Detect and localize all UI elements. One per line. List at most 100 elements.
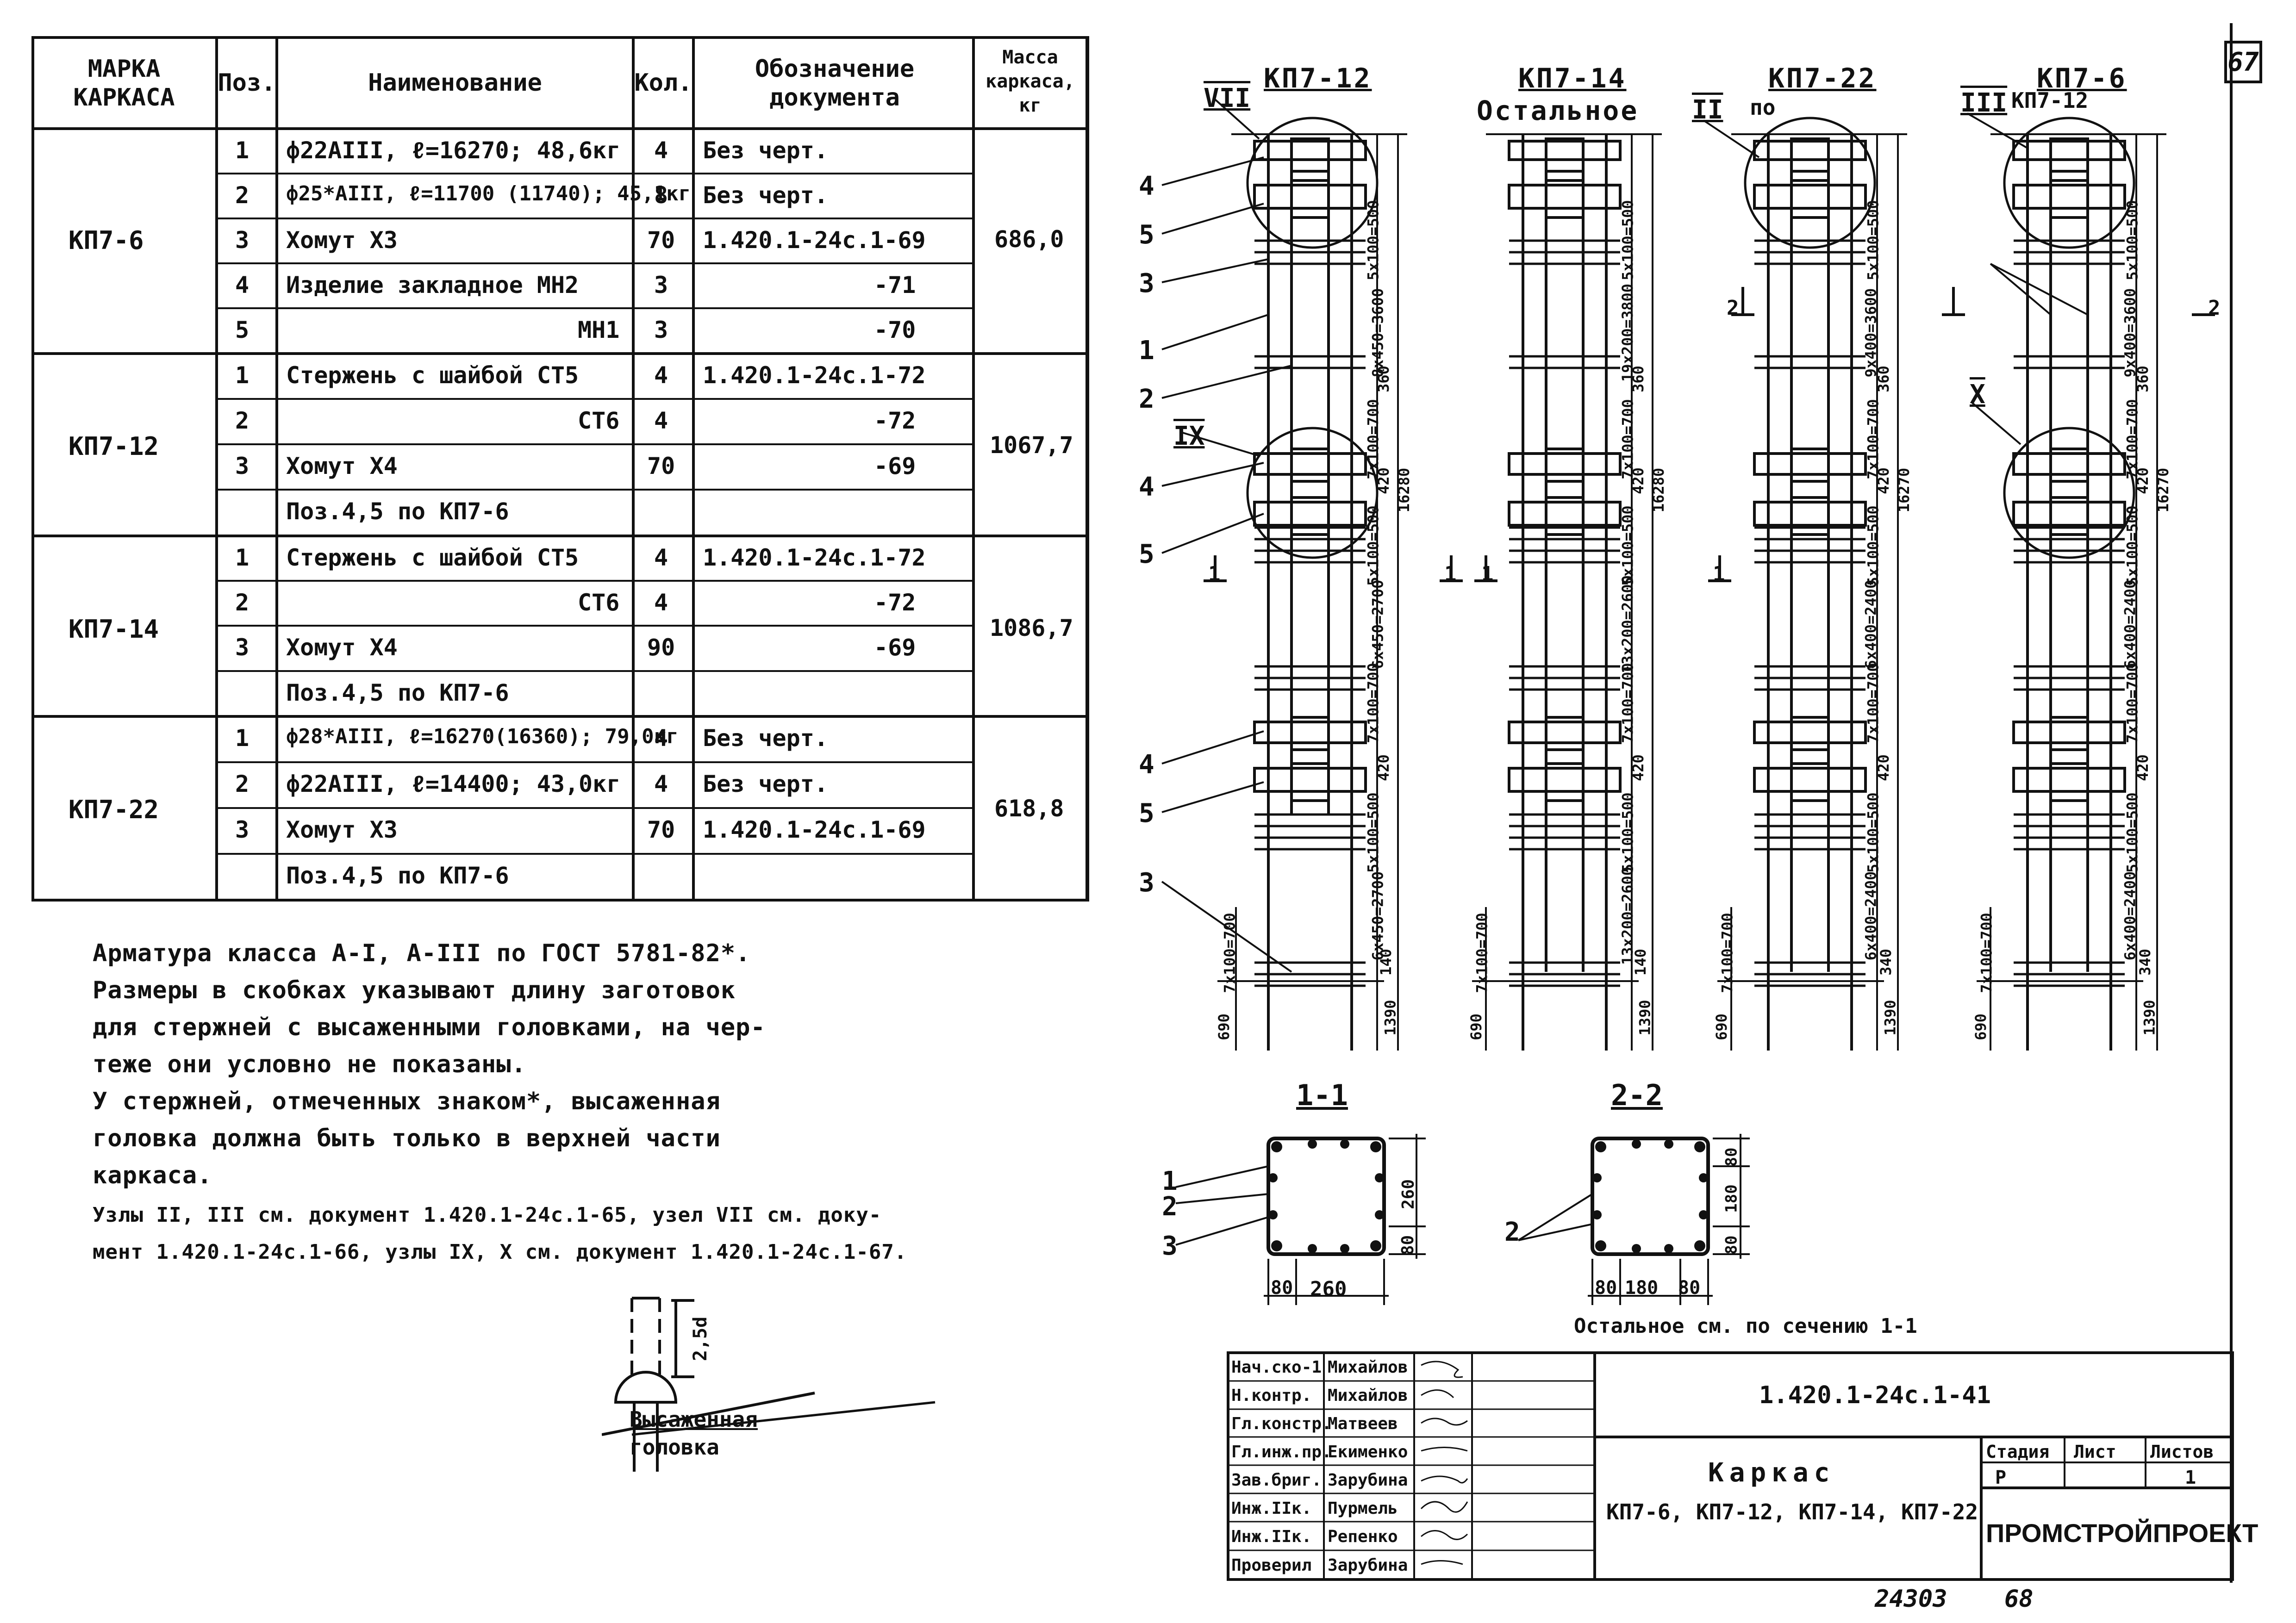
header-pos: Поз. bbox=[218, 69, 276, 97]
dim-text: 6x400=2400 bbox=[2121, 579, 2139, 669]
row-pos: 2 bbox=[235, 771, 250, 797]
sign-name: Зарубина bbox=[1328, 1471, 1408, 1490]
header-qty: Кол. bbox=[634, 69, 693, 97]
dim-text: 420 bbox=[2134, 467, 2152, 494]
dim-text: 6x450=2700 bbox=[1369, 579, 1387, 669]
row-pos: 4 bbox=[235, 272, 250, 298]
row-doc: -70 bbox=[874, 317, 916, 343]
row-name: Хомут Х4 bbox=[286, 634, 398, 661]
sign-name: Матвеев bbox=[1328, 1414, 1398, 1433]
dim-text: 420 bbox=[1629, 754, 1647, 781]
group-mark: КП7-6 bbox=[69, 226, 144, 255]
header-mass: Масса каркаса, кг bbox=[986, 47, 1075, 116]
section-dim: 80 bbox=[1271, 1277, 1293, 1299]
drawing-name: КП7-6, КП7-12, КП7-14, КП7-22 bbox=[1606, 1499, 1978, 1524]
dim-text: 5x100=500 bbox=[1864, 200, 1882, 280]
row-qty: 4 bbox=[654, 362, 668, 389]
head-label: Высаженная bbox=[630, 1407, 758, 1432]
callout-4: 4 bbox=[1139, 171, 1154, 201]
sheet-number: 67 bbox=[2224, 41, 2262, 83]
row-doc: -71 bbox=[874, 272, 916, 298]
dim-text: 360 bbox=[1874, 366, 1892, 392]
dim-text: 7x100=700 bbox=[1473, 913, 1491, 993]
row-pos: 2 bbox=[235, 182, 250, 209]
row-pos: 1 bbox=[235, 725, 250, 752]
node-label: X bbox=[1970, 379, 1985, 410]
dim-text: 16280 bbox=[1650, 467, 1668, 513]
callout-5: 5 bbox=[1139, 220, 1154, 250]
section-callout: 2 bbox=[1504, 1217, 1520, 1247]
row-name: Хомут Х3 bbox=[286, 816, 398, 843]
dim-text: 690 bbox=[1972, 1014, 1990, 1040]
row-doc: 1.420.1-24с.1-69 bbox=[703, 816, 926, 843]
dim-text: 5x100=500 bbox=[1364, 792, 1382, 873]
sign-name: Екименко bbox=[1328, 1443, 1408, 1461]
dim-text: 340 bbox=[1877, 949, 1895, 976]
dim-text: 340 bbox=[2136, 949, 2154, 976]
elevation-subtitle: Остальное bbox=[1477, 95, 1639, 126]
dim-text: 1390 bbox=[1636, 1000, 1654, 1036]
note-line: для стержней с высаженными головками, на… bbox=[93, 1014, 766, 1041]
row-qty: 3 bbox=[654, 317, 668, 343]
section-drawings bbox=[1175, 1134, 1750, 1305]
row-doc: -69 bbox=[874, 453, 916, 479]
section-dim: 80 bbox=[1722, 1235, 1741, 1255]
dim-text: 7x100=700 bbox=[1221, 913, 1239, 993]
sign-role: Гл.инж.пр. bbox=[1231, 1443, 1332, 1461]
row-qty: 4 bbox=[654, 589, 668, 616]
elevation-title: КП7-22 bbox=[1768, 62, 1877, 94]
row-name: Стержень с шайбой СТ5 bbox=[286, 362, 579, 389]
row-doc: Без черт. bbox=[703, 771, 828, 797]
dim-text: 13x200=2600 bbox=[1618, 575, 1636, 673]
row-name: МН1 bbox=[578, 317, 620, 343]
dim-text: 1390 bbox=[2140, 1000, 2159, 1036]
dim-text: 690 bbox=[1712, 1014, 1730, 1040]
row-pos: 2 bbox=[235, 589, 250, 616]
note-line: теже они условно не показаны. bbox=[93, 1051, 526, 1078]
row-pos: 3 bbox=[235, 453, 250, 479]
elevation-title: КП7-6 bbox=[2037, 62, 2127, 94]
callout-4: 4 bbox=[1139, 750, 1154, 780]
group-mass: 1067,7 bbox=[990, 432, 1073, 459]
row-qty: 70 bbox=[647, 227, 675, 254]
dim-text: 5x100=500 bbox=[1864, 792, 1882, 873]
dim-text: 5x100=500 bbox=[2123, 505, 2141, 586]
dim-text: 5x100=500 bbox=[1619, 792, 1637, 873]
section-dim: 260 bbox=[1310, 1277, 1347, 1301]
specification-table: МАРКА КАРКАСА Поз. Наименование Кол. Обо… bbox=[31, 36, 1088, 902]
dim-text: 690 bbox=[1467, 1014, 1485, 1040]
spec-grid bbox=[31, 36, 1088, 902]
sign-name: Репенко bbox=[1328, 1527, 1398, 1546]
row-pos: 2 bbox=[235, 407, 250, 434]
callout-4: 4 bbox=[1139, 472, 1154, 502]
row-name: СТ6 bbox=[578, 407, 620, 434]
sheet-label: Лист bbox=[2074, 1442, 2116, 1462]
page-number: 68 bbox=[2004, 1585, 2034, 1613]
group-mass: 1086,7 bbox=[990, 615, 1073, 641]
dim-text: 420 bbox=[1374, 467, 1392, 494]
dim-text: 5x100=500 bbox=[1364, 505, 1382, 586]
section-dim: 80 bbox=[1595, 1277, 1617, 1299]
dim-text: 7x100=700 bbox=[1978, 913, 1996, 993]
callout-5: 5 bbox=[1139, 539, 1154, 569]
sign-name: Зарубина bbox=[1328, 1556, 1408, 1575]
sign-role: Зав.бриг. bbox=[1231, 1471, 1322, 1490]
organization: ПРОМСТРОЙПРОЕКТ bbox=[1986, 1518, 2259, 1548]
row-name: Хомут Х3 bbox=[286, 227, 398, 254]
section-callout: 3 bbox=[1162, 1231, 1178, 1261]
row-qty: 4 bbox=[654, 407, 668, 434]
sign-role: Инж.IIк. bbox=[1231, 1499, 1312, 1518]
row-qty: 70 bbox=[647, 453, 675, 479]
dim-text: 16280 bbox=[1395, 467, 1413, 513]
callout-3: 3 bbox=[1139, 868, 1154, 898]
section-callout: 2 bbox=[1162, 1192, 1178, 1222]
group-mark: КП7-14 bbox=[69, 615, 159, 644]
row-qty: 4 bbox=[654, 544, 668, 571]
note-line: головка должна быть только в верхней час… bbox=[93, 1125, 721, 1152]
dim-text: 5x100=500 bbox=[1619, 505, 1637, 586]
section-dim: 80 bbox=[1678, 1277, 1701, 1299]
section-mark: 1 bbox=[1208, 562, 1221, 586]
elevation-subtitle: по bbox=[1750, 95, 1776, 120]
dim-text: 420 bbox=[2134, 754, 2152, 781]
